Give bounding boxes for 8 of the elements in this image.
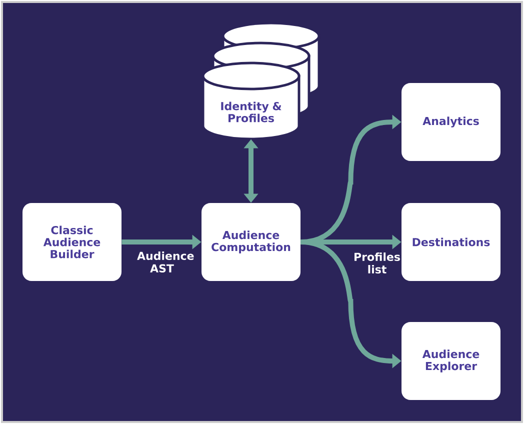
process-box: Audience Explorer [402,322,500,400]
process-box: Audience Computation [202,203,300,281]
process-box: Destinations [402,203,500,281]
process-box: Analytics [402,83,500,161]
database-cylinder: Identity & Profiles [202,22,320,140]
process-box: Classic Audience Builder [22,203,122,281]
edge-label: Profiles list [354,252,400,274]
edge-label: Audience AST [137,252,194,272]
